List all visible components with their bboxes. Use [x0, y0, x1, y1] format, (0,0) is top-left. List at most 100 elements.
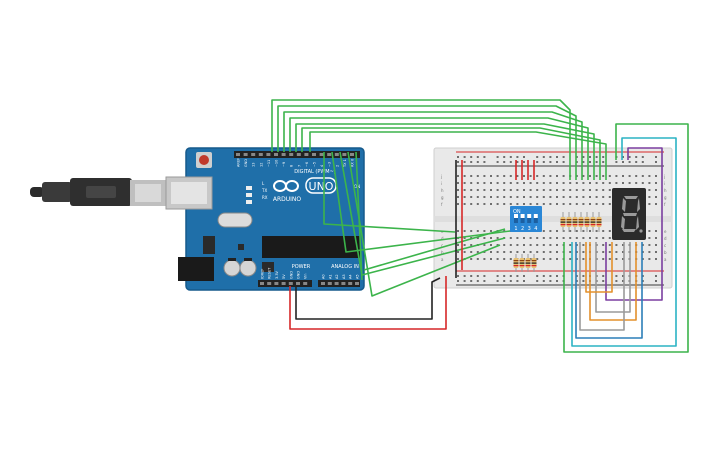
breadboard-hole[interactable]	[608, 182, 611, 184]
breadboard-hole[interactable]	[509, 258, 512, 260]
breadboard-hole[interactable]	[483, 244, 486, 246]
breadboard-hole[interactable]	[615, 161, 618, 163]
breadboard-hole[interactable]	[509, 182, 512, 184]
breadboard-hole[interactable]	[463, 189, 466, 191]
breadboard-hole[interactable]	[655, 182, 657, 184]
breadboard-hole[interactable]	[536, 189, 539, 191]
breadboard-hole[interactable]	[463, 175, 466, 177]
analog-pin[interactable]	[341, 282, 346, 285]
breadboard-hole[interactable]	[628, 175, 631, 177]
digital-pin[interactable]	[251, 153, 256, 156]
power-pin[interactable]	[260, 282, 264, 285]
dip-switch-slot[interactable]	[527, 214, 532, 223]
breadboard-hole[interactable]	[562, 203, 565, 205]
breadboard-hole[interactable]	[463, 237, 466, 239]
breadboard-hole[interactable]	[503, 156, 506, 158]
breadboard-hole[interactable]	[602, 230, 605, 232]
green-wire[interactable]	[355, 151, 363, 281]
analog-pin[interactable]	[327, 282, 332, 285]
digital-pin[interactable]	[296, 153, 301, 156]
breadboard-hole[interactable]	[582, 203, 585, 205]
breadboard-hole[interactable]	[529, 251, 532, 253]
breadboard-hole[interactable]	[483, 196, 486, 198]
breadboard-hole[interactable]	[655, 161, 657, 163]
green-wire[interactable]	[289, 117, 589, 180]
breadboard-hole[interactable]	[582, 161, 585, 163]
breadboard-hole[interactable]	[549, 230, 552, 232]
digital-pin[interactable]	[342, 153, 347, 156]
breadboard-hole[interactable]	[582, 196, 585, 198]
breadboard-hole[interactable]	[457, 275, 459, 277]
breadboard-hole[interactable]	[516, 251, 519, 253]
resistor-bank-middle[interactable]	[560, 212, 602, 232]
breadboard-hole[interactable]	[483, 258, 486, 260]
teal-wire[interactable]	[571, 137, 677, 347]
breadboard-hole[interactable]	[542, 251, 545, 253]
breadboard-hole[interactable]	[476, 196, 479, 198]
breadboard-hole[interactable]	[516, 189, 519, 191]
dip-switch-slot[interactable]	[533, 214, 538, 223]
breadboard-hole[interactable]	[529, 237, 532, 239]
breadboard-hole[interactable]	[523, 182, 525, 184]
breadboard-hole[interactable]	[536, 244, 539, 246]
breadboard-hole[interactable]	[457, 189, 459, 191]
breadboard-hole[interactable]	[575, 237, 578, 239]
breadboard-hole[interactable]	[542, 203, 545, 205]
purple-wire[interactable]	[605, 147, 663, 301]
breadboard-hole[interactable]	[457, 156, 459, 158]
reset-button[interactable]	[199, 155, 209, 165]
breadboard-hole[interactable]	[523, 156, 525, 158]
breadboard-hole[interactable]	[542, 175, 545, 177]
breadboard-hole[interactable]	[622, 156, 624, 158]
breadboard-hole[interactable]	[615, 175, 618, 177]
orange-wire[interactable]	[589, 242, 637, 321]
breadboard-hole[interactable]	[523, 196, 525, 198]
breadboard-hole[interactable]	[608, 251, 611, 253]
dip-switch-slot[interactable]	[514, 214, 518, 223]
breadboard-hole[interactable]	[549, 196, 552, 198]
breadboard-hole[interactable]	[608, 203, 611, 205]
breadboard-hole[interactable]	[589, 237, 591, 239]
breadboard-hole[interactable]	[635, 156, 638, 158]
breadboard-hole[interactable]	[582, 258, 585, 260]
breadboard-hole[interactable]	[641, 161, 644, 163]
breadboard-hole[interactable]	[648, 175, 651, 177]
breadboard-hole[interactable]	[483, 156, 486, 158]
breadboard-hole[interactable]	[582, 275, 585, 277]
blue-wire[interactable]	[575, 242, 643, 339]
power-pin[interactable]	[303, 282, 308, 285]
breadboard-hole[interactable]	[529, 182, 532, 184]
breadboard-hole[interactable]	[516, 161, 519, 163]
breadboard-hole[interactable]	[549, 189, 552, 191]
breadboard-hole[interactable]	[463, 275, 466, 277]
breadboard-hole[interactable]	[648, 244, 651, 246]
breadboard-hole[interactable]	[556, 196, 558, 198]
breadboard-hole[interactable]	[655, 275, 657, 277]
orange-wire[interactable]	[585, 242, 613, 293]
dip-switch-knob[interactable]	[514, 214, 518, 218]
breadboard-hole[interactable]	[655, 244, 657, 246]
breadboard-hole[interactable]	[622, 244, 624, 246]
breadboard-hole[interactable]	[476, 182, 479, 184]
breadboard-hole[interactable]	[582, 156, 585, 158]
green-wire[interactable]	[563, 123, 689, 353]
green-wire[interactable]	[347, 151, 501, 297]
dip-switch-knob[interactable]	[533, 214, 538, 218]
breadboard-hole[interactable]	[589, 196, 591, 198]
breadboard-hole[interactable]	[483, 275, 486, 277]
digital-pin[interactable]	[281, 153, 286, 156]
breadboard-hole[interactable]	[569, 182, 572, 184]
breadboard-hole[interactable]	[542, 244, 545, 246]
breadboard-hole[interactable]	[470, 156, 473, 158]
breadboard-hole[interactable]	[490, 182, 492, 184]
breadboard-hole[interactable]	[622, 251, 624, 253]
red-power-wire[interactable]	[289, 276, 447, 330]
breadboard-hole[interactable]	[589, 182, 591, 184]
breadboard-hole[interactable]	[582, 237, 585, 239]
green-wire[interactable]	[283, 111, 583, 180]
breadboard-hole[interactable]	[516, 196, 519, 198]
breadboard-hole[interactable]	[569, 258, 572, 260]
breadboard-hole[interactable]	[483, 230, 486, 232]
breadboard-hole[interactable]	[595, 196, 598, 198]
